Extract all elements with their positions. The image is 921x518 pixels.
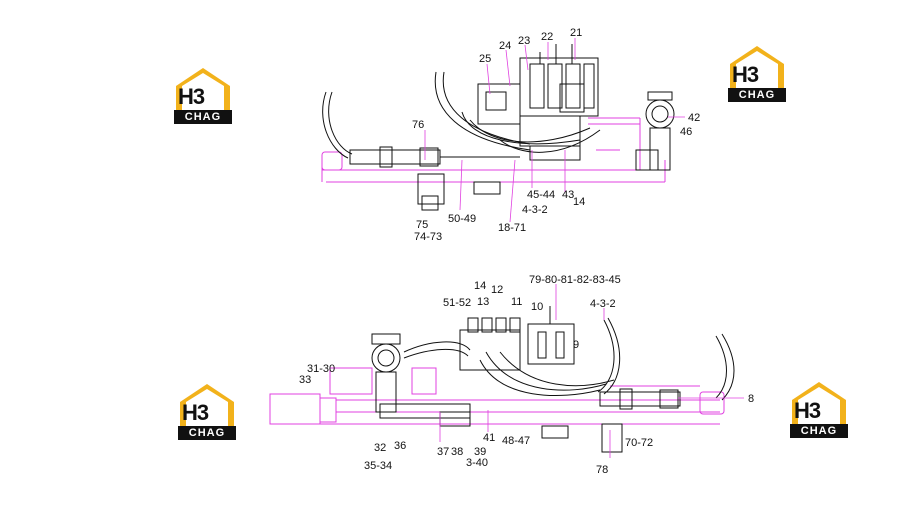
callout-label: 79-80-81-82-83-45 (529, 274, 621, 286)
logo-top-left: H3 CHAG (172, 66, 234, 126)
callout-label: 18-71 (498, 222, 526, 234)
callout-label: 76 (412, 119, 424, 131)
logo-roof-icon (176, 68, 230, 110)
callout-label: 41 (483, 432, 495, 444)
callout-label: 4-3-2 (590, 298, 616, 310)
callout-label: 3-40 (466, 457, 488, 469)
callout-label: 4-3-2 (522, 204, 548, 216)
top-frame (321, 117, 666, 183)
leader-lines (424, 38, 744, 458)
bottom-frame (269, 367, 725, 425)
callout-label: 70-72 (625, 437, 653, 449)
callout-label: 39 (474, 446, 486, 458)
logo-roof-icon (180, 384, 234, 426)
logo-mark: H3 (794, 398, 821, 423)
callout-label: 36 (394, 440, 406, 452)
callout-label: 12 (491, 284, 503, 296)
logo-band: CHAG (174, 110, 232, 124)
logo-bottom-right: H3 CHAG (788, 380, 850, 440)
callout-label: 31-30 (307, 363, 335, 375)
callout-label: 45-44 (527, 189, 555, 201)
callout-label: 43 (562, 189, 574, 201)
callout-label: 35-34 (364, 460, 392, 472)
top-assembly (321, 44, 675, 211)
callout-label: 48-47 (502, 435, 530, 447)
callout-label: 9 (573, 339, 579, 351)
logo-mark: H3 (178, 84, 205, 109)
callout-label: 14 (573, 196, 585, 208)
callout-label: 25 (479, 53, 491, 65)
callout-label: 33 (299, 374, 311, 386)
callout-label: 13 (477, 296, 489, 308)
bottom-assembly (269, 306, 735, 453)
callout-label: 21 (570, 27, 582, 39)
callout-label: 8 (748, 393, 754, 405)
callout-label: 42 (688, 112, 700, 124)
logo-band: CHAG (178, 426, 236, 440)
callout-label: 38 (451, 446, 463, 458)
callout-label: 11 (511, 296, 522, 308)
logo-roof-icon (792, 382, 846, 424)
callout-label: 24 (499, 40, 511, 52)
callout-label: 10 (531, 301, 543, 313)
callout-label: 14 (474, 280, 486, 292)
callout-label: 32 (374, 442, 386, 454)
logo-mark: H3 (732, 62, 759, 87)
logo-band: CHAG (728, 88, 786, 102)
logo-bottom-left: H3 CHAG (176, 382, 238, 442)
callout-label: 37 (437, 446, 449, 458)
callout-label: 50-49 (448, 213, 476, 225)
callout-label: 51-52 (443, 297, 471, 309)
callout-label: 46 (680, 126, 692, 138)
bottom-callouts: 79-80-81-82-83-45 4-3-2 14 12 51-52 13 1… (299, 274, 754, 476)
logo-mark: H3 (182, 400, 209, 425)
logo-roof-icon (730, 46, 784, 88)
logo-band: CHAG (790, 424, 848, 438)
callout-label: 22 (541, 31, 553, 43)
top-callouts: 21 22 23 24 25 76 42 46 45-44 43 14 4-3-… (412, 27, 700, 243)
logo-top-right: H3 CHAG (726, 44, 788, 104)
callout-label: 23 (518, 35, 530, 47)
callout-label: 75 (416, 219, 428, 231)
callout-label: 74-73 (414, 231, 442, 243)
callout-label: 78 (596, 464, 608, 476)
